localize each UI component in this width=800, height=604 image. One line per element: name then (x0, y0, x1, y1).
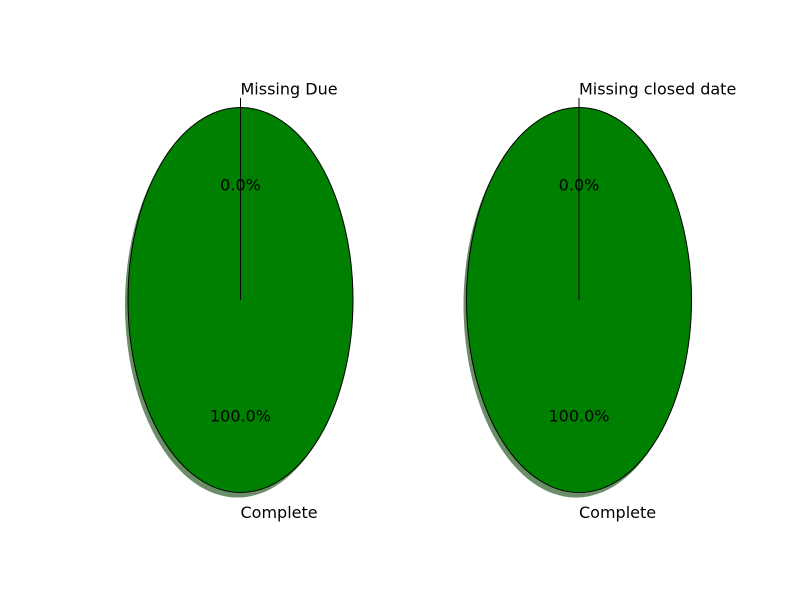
pie-percent-label: 100.0% (210, 407, 271, 426)
pie-chart-2: 100.0% Complete 0.0% Missing closed date (463, 79, 736, 522)
pie-percent-label: 0.0% (559, 176, 600, 195)
pie-category-label: Missing closed date (579, 79, 736, 98)
pie-category-label: Complete (579, 503, 656, 522)
pie-percent-label: 0.0% (220, 176, 261, 195)
pie-category-label: Missing Due (241, 79, 338, 98)
pie-chart-1: 100.0% Complete 0.0% Missing Due (125, 79, 354, 522)
pie-category-label: Complete (241, 503, 318, 522)
pie-percent-label: 100.0% (548, 407, 609, 426)
